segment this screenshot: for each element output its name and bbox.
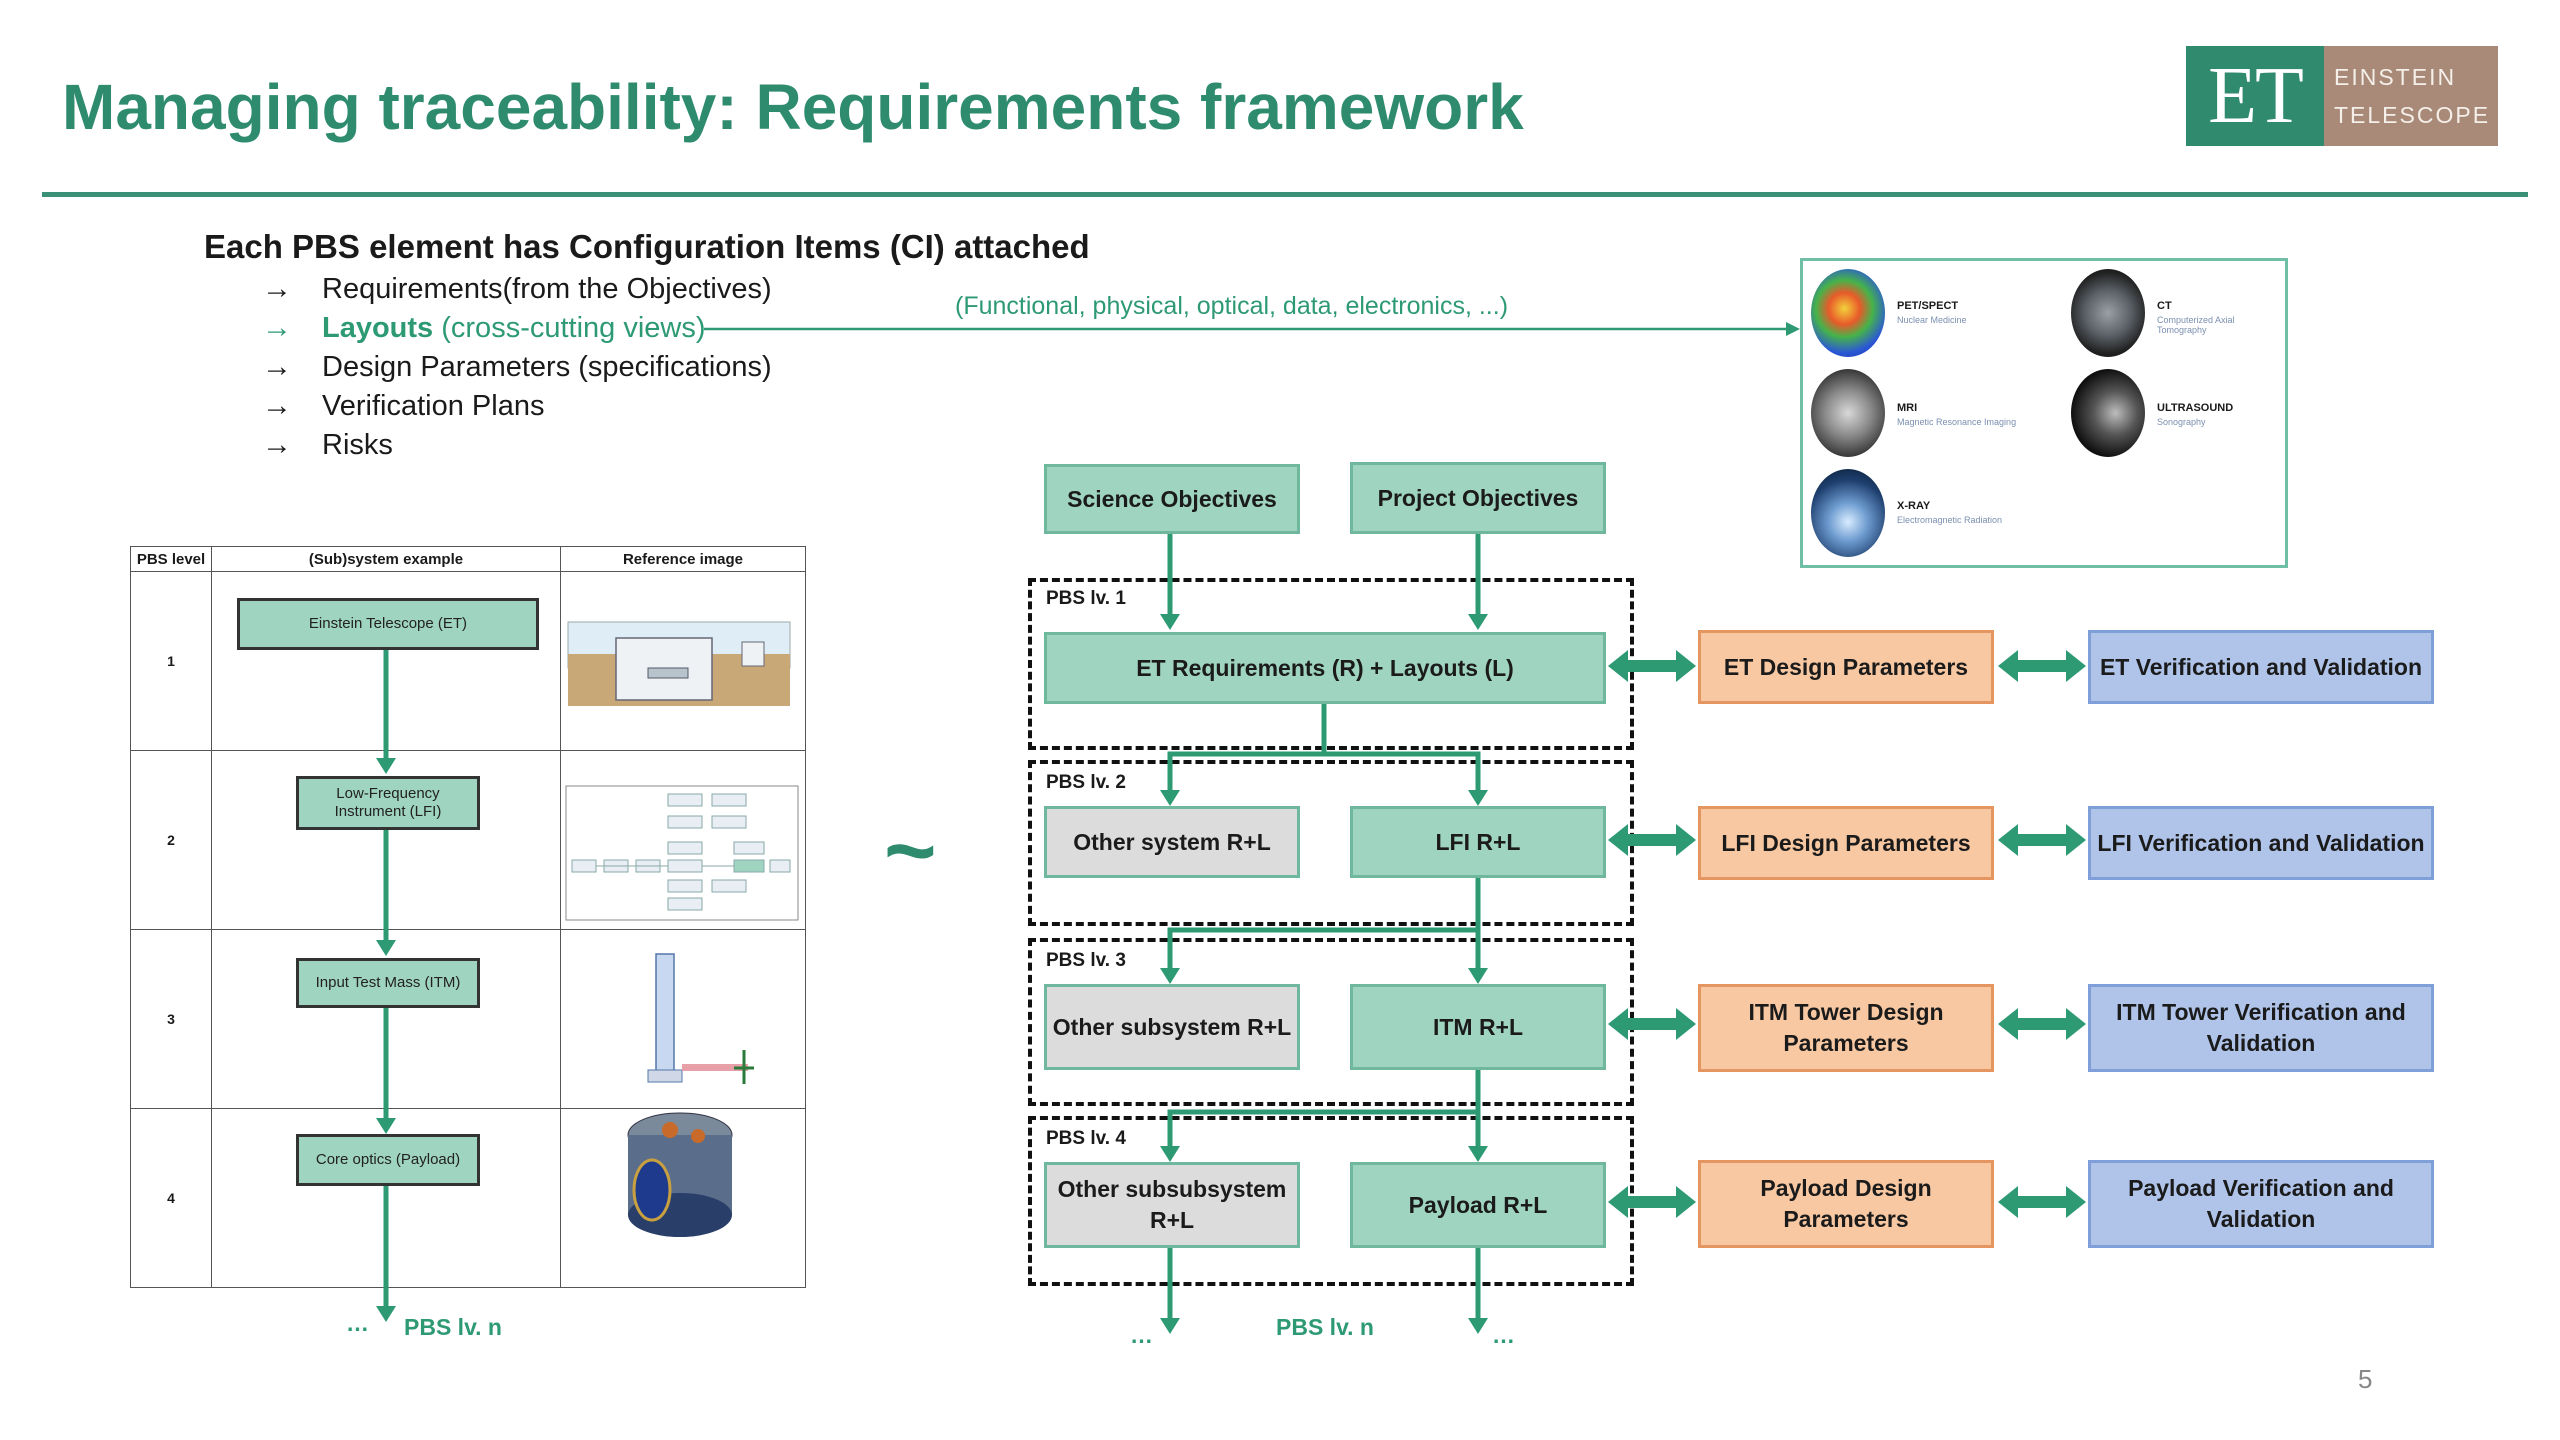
header-subsystem: (Sub)system example bbox=[211, 546, 561, 572]
logo-line-1: EINSTEIN bbox=[2334, 64, 2457, 90]
ct-scan-image bbox=[2071, 269, 2145, 357]
ci-item-extra: (cross-cutting views) bbox=[433, 311, 706, 344]
title-divider bbox=[42, 192, 2528, 197]
itm-system-box: Input Test Mass (ITM) bbox=[296, 958, 480, 1008]
pet-scan-image bbox=[1811, 269, 1885, 357]
pbs-level-cell: 2 bbox=[130, 750, 212, 930]
scan-label: X-RAY bbox=[1897, 500, 1931, 512]
lfi-verification-box: LFI Verification and Validation bbox=[2088, 806, 2434, 880]
other-subsystem-box: Other subsystem R+L bbox=[1044, 984, 1300, 1070]
lfi-rl-box: LFI R+L bbox=[1350, 806, 1606, 878]
arrow-right-icon: → bbox=[262, 428, 292, 461]
page-title: Managing traceability: Requirements fram… bbox=[62, 71, 1524, 143]
scan-label: CT bbox=[2157, 300, 2172, 312]
imaging-modalities-panel: PET/SPECT Nuclear Medicine CT Computeriz… bbox=[1800, 258, 2288, 568]
scan-label: ULTRASOUND bbox=[2157, 402, 2234, 414]
equivalence-tilde: ~ bbox=[884, 801, 937, 901]
mri-scan-image bbox=[1811, 369, 1885, 457]
et-requirements-box: ET Requirements (R) + Layouts (L) bbox=[1044, 632, 1606, 704]
ci-item-label: Requirements(from the Objectives) bbox=[322, 272, 772, 305]
ci-item-verification-plans: → Verification Plans bbox=[262, 389, 544, 423]
double-arrows bbox=[1608, 650, 2086, 1218]
xray-scan-image bbox=[1811, 469, 1885, 557]
other-subsubsystem-box: Other subsubsystem R+L bbox=[1044, 1162, 1300, 1248]
scan-label: PET/SPECT bbox=[1897, 300, 1959, 312]
arrow-right-icon: → bbox=[262, 311, 292, 344]
ci-item-label: Layouts bbox=[322, 311, 434, 344]
ci-item-label: Risks bbox=[322, 428, 393, 461]
arrow-right-icon: → bbox=[262, 389, 292, 422]
table-pbs-lv-n: PBS lv. n bbox=[404, 1314, 502, 1340]
ci-item-risks: → Risks bbox=[262, 428, 393, 462]
pbs-level-1-tag: PBS lv. 1 bbox=[1046, 588, 1126, 609]
scan-sub-label: Electromagnetic Radiation bbox=[1897, 515, 2003, 525]
framework-continuation-right: … bbox=[1492, 1322, 1515, 1348]
payload-design-parameters-box: Payload Design Parameters bbox=[1698, 1160, 1994, 1248]
arrow-right-icon: → bbox=[262, 350, 292, 383]
pbs-level-2-tag: PBS lv. 2 bbox=[1046, 772, 1126, 793]
ci-item-label: Design Parameters (specifications) bbox=[322, 350, 772, 383]
itm-verification-box: ITM Tower Verification and Validation bbox=[2088, 984, 2434, 1072]
page-number: 5 bbox=[2358, 1364, 2373, 1394]
arrow-right-icon: → bbox=[262, 272, 292, 305]
lfi-schematic-image bbox=[565, 785, 799, 921]
ci-heading: Each PBS element has Configuration Items… bbox=[204, 228, 1090, 265]
reference-image-cell bbox=[560, 929, 806, 1109]
other-system-box: Other system R+L bbox=[1044, 806, 1300, 878]
ci-item-design-parameters: → Design Parameters (specifications) bbox=[262, 350, 772, 384]
science-objectives-box: Science Objectives bbox=[1044, 464, 1300, 534]
framework-continuation-left: … bbox=[1130, 1322, 1153, 1348]
ci-item-requirements: → Requirements(from the Objectives) bbox=[262, 272, 772, 306]
itm-design-parameters-box: ITM Tower Design Parameters bbox=[1698, 984, 1994, 1072]
framework-pbs-lv-n: PBS lv. n bbox=[1276, 1314, 1374, 1340]
einstein-telescope-logo: ET EINSTEIN TELESCOPE bbox=[2186, 46, 2498, 146]
itm-rl-box: ITM R+L bbox=[1350, 984, 1606, 1070]
scan-label: MRI bbox=[1897, 402, 1918, 414]
et-system-box: Einstein Telescope (ET) bbox=[237, 598, 539, 650]
ultrasound-scan-image bbox=[2071, 369, 2145, 457]
pbs-level-3-tag: PBS lv. 3 bbox=[1046, 950, 1126, 971]
payload-verification-box: Payload Verification and Validation bbox=[2088, 1160, 2434, 1248]
pbs-level-cell: 4 bbox=[130, 1108, 212, 1288]
et-design-parameters-box: ET Design Parameters bbox=[1698, 630, 1994, 704]
logo-text: EINSTEIN TELESCOPE bbox=[2324, 46, 2498, 146]
payload-optics-image bbox=[627, 1112, 733, 1237]
header-reference-image: Reference image bbox=[560, 546, 806, 572]
scan-sub-label: Sonography bbox=[2157, 417, 2206, 427]
table-row: 3 bbox=[130, 929, 806, 1109]
logo-line-2: TELESCOPE bbox=[2334, 102, 2491, 128]
pbs-level-4-tag: PBS lv. 4 bbox=[1046, 1128, 1126, 1149]
scan-sub-label: Magnetic Resonance Imaging bbox=[1897, 417, 2017, 427]
ci-item-label: Verification Plans bbox=[322, 389, 545, 422]
itm-tower-image bbox=[647, 953, 754, 1084]
site-section-image bbox=[567, 621, 791, 706]
pbs-level-cell: 1 bbox=[130, 571, 212, 751]
ci-item-layouts: → Layouts (cross-cutting views) bbox=[262, 311, 706, 345]
scan-sub-label: Nuclear Medicine bbox=[1897, 315, 1967, 325]
scan-sub-label: Computerized Axial Tomography bbox=[2157, 315, 2235, 335]
header-pbs-level: PBS level bbox=[130, 546, 212, 572]
payload-system-box: Core optics (Payload) bbox=[296, 1134, 480, 1186]
table-continuation-dots: … bbox=[346, 1310, 369, 1336]
lfi-system-box: Low-Frequency Instrument (LFI) bbox=[296, 776, 480, 830]
pbs-level-cell: 3 bbox=[130, 929, 212, 1109]
pbs-table-header: PBS level (Sub)system example Reference … bbox=[130, 546, 806, 572]
functional-note: (Functional, physical, optical, data, el… bbox=[955, 292, 1509, 320]
payload-rl-box: Payload R+L bbox=[1350, 1162, 1606, 1248]
logo-mark: ET bbox=[2186, 46, 2324, 146]
et-verification-box: ET Verification and Validation bbox=[2088, 630, 2434, 704]
lfi-design-parameters-box: LFI Design Parameters bbox=[1698, 806, 1994, 880]
project-objectives-box: Project Objectives bbox=[1350, 462, 1606, 534]
